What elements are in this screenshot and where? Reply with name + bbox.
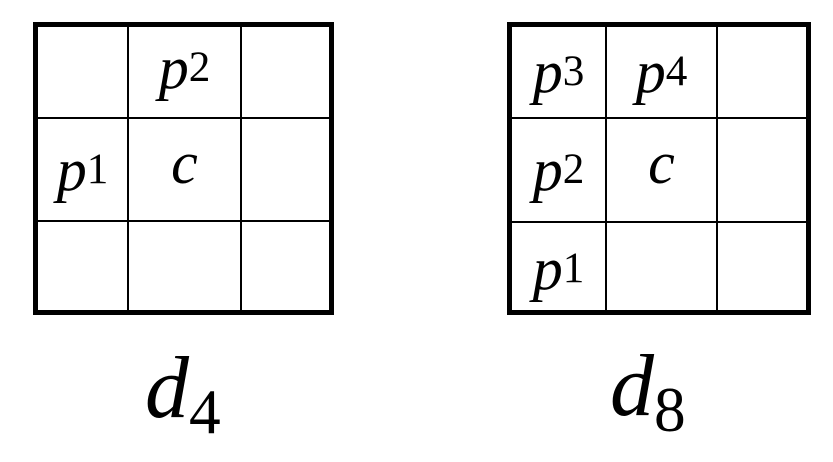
cell-sub: 2 [188,44,211,92]
grid-line [127,27,129,310]
cell-sub: 1 [562,245,585,293]
cell-base: p [635,39,666,105]
cell-sub: 3 [562,48,585,96]
grid-line [512,221,806,223]
cell-base: p [158,35,189,101]
cell-base: p [532,236,563,302]
grid-line [716,27,718,310]
cell-base: p [532,137,563,203]
cell-base: c [171,129,198,196]
cell-sub: 4 [665,48,688,96]
grid-line [240,27,242,310]
cell-base: p [56,136,87,203]
label-base: d [145,340,189,437]
grid-line [38,220,329,222]
label-base: d [610,338,654,435]
cell-sub: 1 [86,145,109,193]
label-d8: d8 [610,343,686,442]
grid-line [512,117,806,119]
cell-base: p [532,39,563,105]
cell-center-c: c [129,119,240,220]
cell-sub: 2 [562,146,585,194]
grid-line [605,27,607,310]
grid-line [38,117,329,119]
label-d4: d4 [145,345,221,444]
cell-center-c: c [607,119,716,221]
label-sub: 8 [654,374,686,445]
label-sub: 4 [189,376,221,447]
cell-base: c [648,130,675,196]
